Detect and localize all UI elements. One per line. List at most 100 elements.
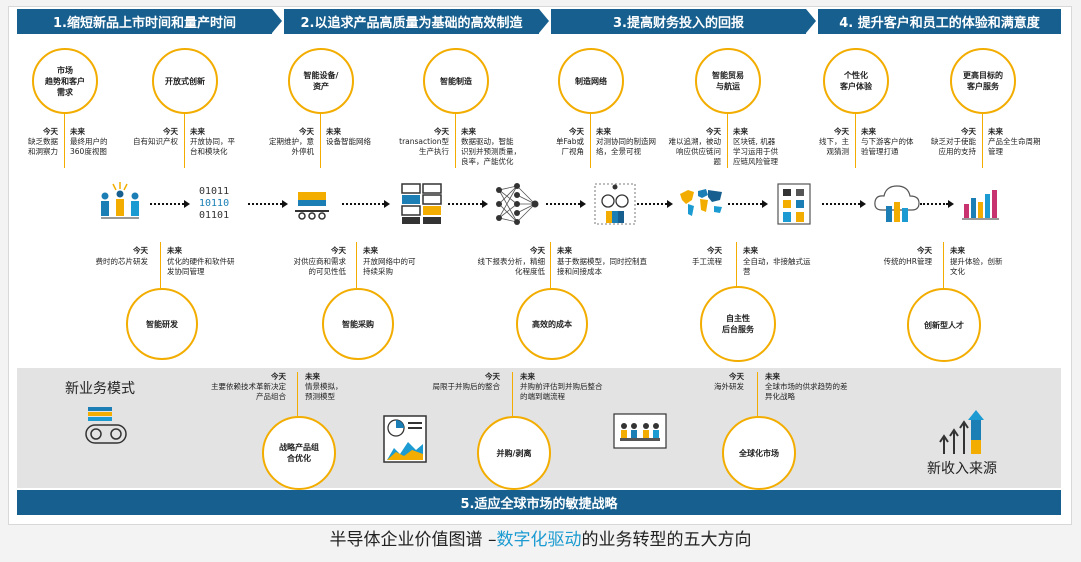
- circle-portfolio-optimization: 战略产品组 合优化: [262, 416, 336, 490]
- future-text: 产品全生命周期 管理: [988, 137, 1041, 156]
- bottom-strategy-bar: 5.适应全球市场的敏捷战略: [17, 490, 1061, 515]
- section-header-3: 3.提高财务投入的回报: [551, 9, 816, 34]
- today-text: 线下报表分析，精细 化程度低: [477, 257, 546, 276]
- today-text: 线下，主 观猜测: [819, 137, 849, 156]
- future-text: 全球市场的供求趋势的差 异化战略: [765, 382, 848, 401]
- today-text: 定期维护，意 外停机: [269, 137, 314, 156]
- today-text: transaction型 生产执行: [399, 137, 449, 156]
- today-label: 今天: [917, 246, 932, 255]
- flow-arrow: [728, 200, 768, 208]
- future-label: 未来: [733, 127, 748, 136]
- future-label: 未来: [305, 372, 320, 381]
- band-right-title: 新收入来源: [927, 461, 997, 477]
- flow-arrow: [342, 200, 390, 208]
- section-header-4: 4. 提升客户和员工的体验和满意度: [818, 9, 1061, 34]
- today-label: 今天: [299, 127, 314, 136]
- today-label: 今天: [530, 246, 545, 255]
- flow-arrow: [150, 200, 190, 208]
- circle-efficient-cost: 高效的成本: [516, 288, 588, 360]
- building-icon: [777, 183, 811, 225]
- future-text: 优化的硬件和软件研 发协同管理: [167, 257, 235, 276]
- circle-smart-rd: 智能研发: [126, 288, 198, 360]
- today-label: 今天: [434, 127, 449, 136]
- circle-market-trends: 市场 趋势和客户 需求: [32, 48, 98, 114]
- circle-smart-equipment: 智能设备/ 资产: [288, 48, 354, 114]
- future-text: 全自动，非接触式运 营: [743, 257, 811, 276]
- today-label: 今天: [331, 246, 346, 255]
- future-text: 对测协同的制造网 络，全景可视: [596, 137, 656, 156]
- circle-mna: 并购/剥离: [477, 416, 551, 490]
- section-header-2: 2.以追求产品高质量为基础的高效制造: [284, 9, 549, 34]
- future-label: 未来: [557, 246, 572, 255]
- flow-arrow: [448, 200, 488, 208]
- flow-arrow: [546, 200, 586, 208]
- world-map-icon: [680, 189, 722, 216]
- future-label: 未来: [520, 372, 535, 381]
- flow-arrow: [248, 200, 288, 208]
- circle-smart-trade: 智能贸易 与航运: [695, 48, 761, 114]
- binary-data-icon: 01011 10110 01101: [199, 186, 229, 221]
- today-label: 今天: [834, 127, 849, 136]
- circle-smart-manufacturing: 智能制造: [423, 48, 489, 114]
- neural-network-icon: [496, 183, 539, 225]
- section-header-1: 1.缩短新品上市时间和量产时间: [17, 9, 282, 34]
- flow-arrow: [920, 200, 954, 208]
- conveyor-cart-icon: [295, 192, 329, 220]
- today-label: 今天: [706, 127, 721, 136]
- svg-text:01101: 01101: [199, 210, 229, 221]
- future-label: 未来: [988, 127, 1003, 136]
- future-label: 未来: [70, 127, 85, 136]
- circle-smart-procurement: 智能采购: [322, 288, 394, 360]
- circle-manufacturing-network: 制造网络: [558, 48, 624, 114]
- flow-arrow: [637, 200, 673, 208]
- meeting-icon: [613, 413, 667, 449]
- today-text: 对供应商和需求 的可见性低: [293, 257, 347, 276]
- future-text: 基于数据模型，同时控制直 接和间接成本: [557, 257, 647, 276]
- circle-innovative-talent: 创新型人才: [907, 288, 981, 362]
- svg-text:01011: 01011: [199, 186, 229, 197]
- future-label: 未来: [861, 127, 876, 136]
- today-label: 今天: [569, 127, 584, 136]
- today-text: 缺乏数据 和洞察力: [28, 137, 58, 156]
- future-text: 区块链, 机器 学习运用于供 应链风险管理: [733, 137, 778, 166]
- today-text: 难以追溯，被动 响应供应链问 题: [668, 137, 722, 166]
- future-text: 提升体验，创新 文化: [950, 257, 1003, 276]
- today-text: 缺乏对于使能 应用的支持: [931, 137, 976, 156]
- today-label: 今天: [961, 127, 976, 136]
- today-text: 自有知识产权: [133, 137, 178, 146]
- today-text: 单Fab或 厂视角: [556, 137, 584, 156]
- future-text: 设备智能网络: [326, 137, 371, 146]
- gears-icon: [85, 407, 127, 444]
- today-text: 传统的HR管理: [883, 257, 932, 266]
- future-text: 并购前评估到并购后整合 的端到端流程: [520, 382, 603, 401]
- future-label: 未来: [950, 246, 965, 255]
- today-label: 今天: [485, 372, 500, 381]
- today-label: 今天: [271, 372, 286, 381]
- circle-customer-service: 更高目标的 客户服务: [950, 48, 1016, 114]
- circle-personalized-experience: 个性化 客户体验: [823, 48, 889, 114]
- server-rack-icon: [401, 183, 442, 224]
- today-label: 今天: [707, 246, 722, 255]
- today-text: 主要依赖技术革新决定 产品组合: [211, 382, 286, 401]
- future-text: 与下游客户的体 验管理打通: [861, 137, 914, 156]
- circle-global-market: 全球化市场: [722, 416, 796, 490]
- network-diagram-icon: [594, 183, 636, 225]
- band-title: 新业务模式: [65, 381, 135, 397]
- future-text: 最终用户的 360度视图: [70, 137, 108, 156]
- future-label: 未来: [765, 372, 780, 381]
- cloud-upload-icon: [874, 185, 920, 222]
- flow-arrow: [822, 200, 866, 208]
- future-text: 数据驱动，智能 识别并预测质量， 良率，产能优化: [461, 137, 521, 166]
- growth-arrows-icon: [939, 410, 984, 454]
- today-label: 今天: [729, 372, 744, 381]
- dashboard-icon: [383, 415, 427, 463]
- future-label: 未来: [363, 246, 378, 255]
- circle-open-innovation: 开放式创新: [152, 48, 218, 114]
- today-text: 海外研发: [714, 382, 744, 391]
- circle-autonomous-backoffice: 自主性 后台服务: [700, 286, 776, 362]
- today-label: 今天: [163, 127, 178, 136]
- future-label: 未来: [461, 127, 476, 136]
- future-label: 未来: [596, 127, 611, 136]
- svg-text:10110: 10110: [199, 198, 229, 209]
- today-label: 今天: [133, 246, 148, 255]
